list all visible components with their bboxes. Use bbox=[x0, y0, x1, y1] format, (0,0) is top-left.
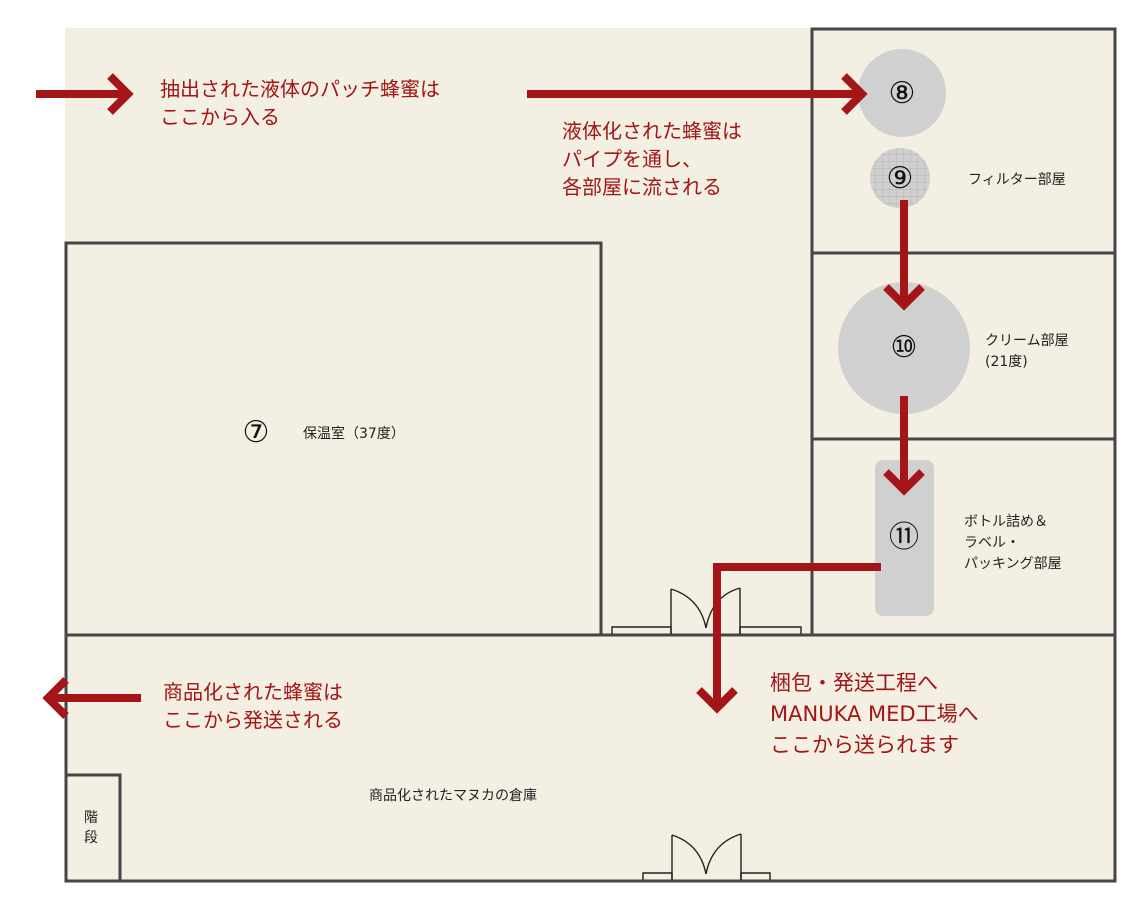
factory-annotation: 梱包・発送工程へ MANUKA MED工場へ ここから送られます bbox=[770, 671, 979, 757]
double-door-lower[interactable] bbox=[642, 833, 771, 880]
incubation-room-label: 保温室（37度） bbox=[303, 426, 405, 442]
flow-arrow-to-8-head bbox=[841, 73, 868, 115]
warehouse-label: 商品化されたマヌカの倉庫 bbox=[369, 788, 537, 804]
pipes-annotation: 液体化された蜂蜜は パイプを通し、 各部屋に流される bbox=[562, 119, 742, 199]
floor-area bbox=[65, 28, 1115, 881]
flow-arrow-to-factory bbox=[713, 563, 881, 708]
flow-arrow-10-to-11-head bbox=[883, 469, 925, 496]
flow-arrow-9-to-10-head bbox=[883, 284, 925, 311]
warehouse-wall bbox=[64, 633, 1117, 883]
flow-arrow-to-factory-head bbox=[696, 687, 738, 714]
flow-arrow-entry-head bbox=[107, 73, 134, 115]
packing-room-label: ボトル詰め＆ ラベル・ パッキング部屋 bbox=[964, 514, 1062, 572]
entry-annotation: 抽出された液体のパッチ蜂蜜は ここから入る bbox=[160, 77, 440, 129]
marker-7: ⑦ bbox=[242, 415, 270, 450]
marker-10: ⑩ bbox=[890, 330, 918, 365]
stairs-label: 階 段 bbox=[84, 810, 98, 846]
equipment-11 bbox=[875, 460, 934, 616]
equipment-8 bbox=[858, 49, 946, 137]
marker-9: ⑨ bbox=[886, 161, 914, 196]
flow-arrow-shipping-head bbox=[42, 677, 69, 719]
marker-8: ⑧ bbox=[888, 76, 916, 111]
cream-room-label: クリーム部屋 (21度) bbox=[985, 333, 1069, 370]
equipment-10 bbox=[838, 282, 970, 414]
marker-11: ⑪ bbox=[889, 520, 919, 555]
filter-room-label: フィルター部屋 bbox=[968, 172, 1066, 188]
stairs-wall bbox=[64, 773, 122, 883]
equipment-9-mesh bbox=[870, 148, 930, 208]
shipping-annotation: 商品化された蜂蜜は ここから発送される bbox=[163, 680, 343, 732]
